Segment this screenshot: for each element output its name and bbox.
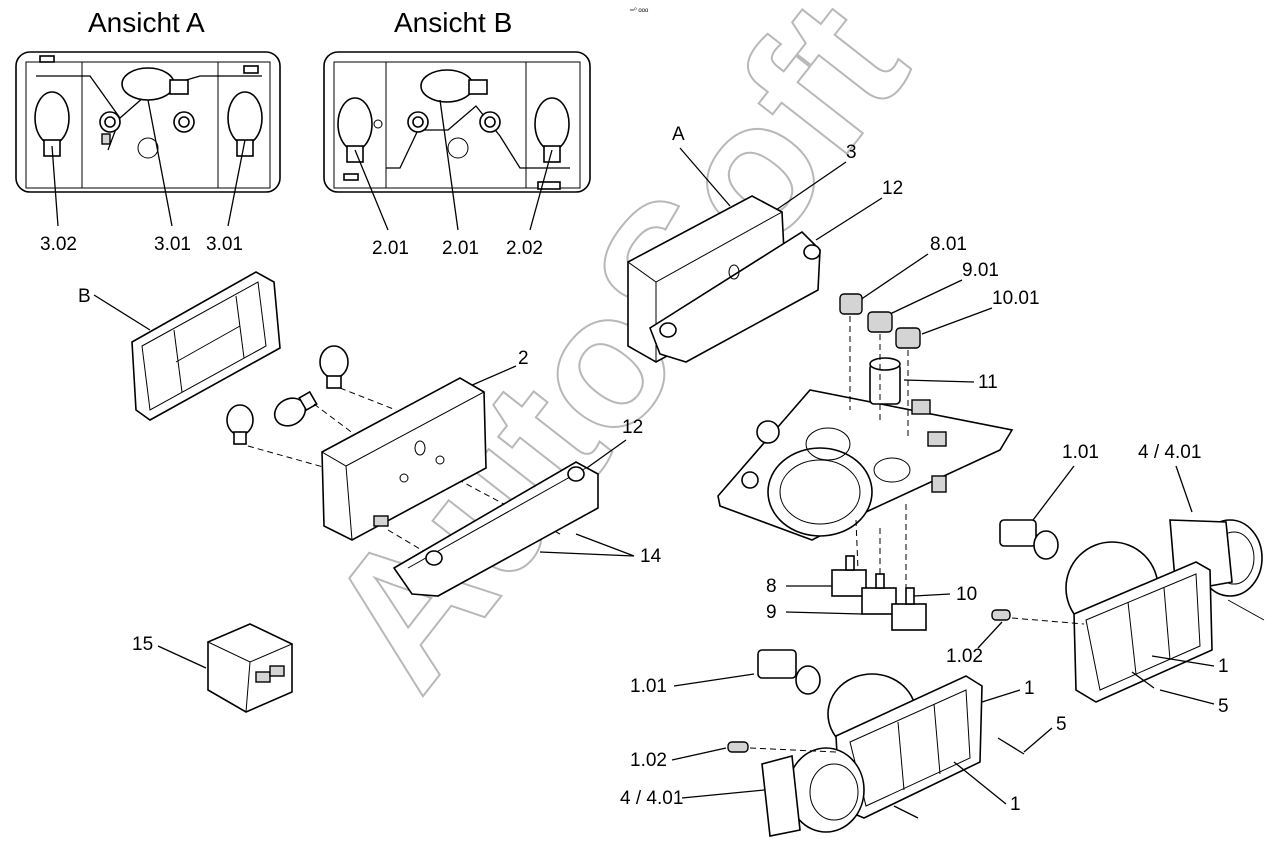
leader-3: [775, 161, 847, 211]
leader-1-lower: [953, 761, 1007, 805]
view-b-lamp-icon: [323, 51, 591, 193]
leader-a: [679, 147, 731, 207]
callout-9: 9: [766, 602, 777, 623]
small-bulb-right-icon: [991, 609, 1011, 621]
leader-1-02-left: [671, 747, 727, 761]
callout-1-right: 1: [1218, 656, 1229, 677]
leader-1-01-right: [1029, 465, 1075, 525]
callout-10-01: 10.01: [992, 288, 1040, 309]
dash-1-02-left: [749, 747, 837, 753]
leader-14-b: [539, 551, 635, 557]
callout-3-01-a: 3.01: [154, 234, 191, 255]
view-b-leaders: [354, 99, 553, 231]
callout-5-lower: 5: [1056, 714, 1067, 735]
leader-15: [157, 645, 207, 669]
letter-b: B: [78, 286, 91, 307]
callout-4-4-01-left: 4 / 4.01: [620, 788, 683, 809]
leader-1-right: [1151, 655, 1215, 667]
callout-12-top: 12: [882, 178, 903, 199]
callout-3-02: 3.02: [40, 234, 77, 255]
switch-block-icon: [831, 555, 927, 631]
callout-14: 14: [640, 546, 662, 567]
view-a-leaders: [51, 99, 246, 227]
callout-1-01-left: 1.01: [630, 676, 667, 697]
instrument-panel-icon: [717, 357, 1014, 541]
lens-b-icon: [131, 271, 281, 421]
leader-11: [903, 379, 975, 383]
callout-11: 11: [978, 372, 998, 393]
callout-15: 15: [132, 634, 153, 655]
dash-1-02-right: [1011, 617, 1085, 625]
leader-4-4-01-left: [681, 789, 765, 799]
callout-2: 2: [518, 348, 529, 369]
callout-12-mid: 12: [622, 417, 643, 438]
callout-10: 10: [956, 584, 977, 605]
headlight-right-icon: [999, 519, 1265, 703]
housing-3-icon: [627, 195, 821, 363]
callout-5-right: 5: [1218, 696, 1229, 717]
callout-1-lower: 1: [1010, 794, 1021, 815]
leader-1-01-left: [673, 673, 755, 687]
tiny-mark: ═⁰ ooo: [629, 7, 649, 14]
housing-2-icon: [320, 377, 487, 541]
relay-icon: [206, 623, 294, 713]
leader-10: [913, 593, 951, 597]
callout-1-02-left: 1.02: [630, 750, 667, 771]
view-a-title: Ansicht A: [88, 7, 205, 38]
screw-right: [1131, 671, 1155, 689]
callout-4-4-01-right: 4 / 4.01: [1138, 442, 1201, 463]
switch-knob-icon: [839, 293, 921, 349]
leader-10-01: [921, 307, 993, 335]
leader-9-01: [889, 279, 963, 315]
leader-4-4-01-right: [1175, 465, 1193, 513]
callout-3-01-b: 3.01: [206, 234, 243, 255]
callout-3: 3: [846, 142, 857, 163]
callout-8-01: 8.01: [930, 234, 967, 255]
callout-2-01-b: 2.01: [442, 238, 479, 259]
leader-1-02-right: [977, 621, 1003, 649]
callout-9-01: 9.01: [962, 260, 999, 281]
callout-1-01-right: 1.01: [1062, 442, 1099, 463]
screw-lower: [893, 805, 919, 819]
screw-left: [997, 737, 1025, 755]
callout-1-02-right: 1.02: [946, 646, 983, 667]
callout-8: 8: [766, 576, 777, 597]
bulb-icon: [226, 345, 349, 445]
dashed-guides-right: [849, 316, 909, 590]
leader-12-mid: [583, 439, 627, 471]
small-bulb-left-icon: [727, 741, 749, 753]
callout-2-02: 2.02: [506, 238, 543, 259]
headlight-left-icon: [757, 649, 983, 837]
leader-14-a: [575, 533, 635, 557]
leader-1-upper: [981, 689, 1021, 703]
leader-8-01: [859, 253, 929, 301]
view-b-title: Ansicht B: [394, 7, 512, 38]
leader-2: [469, 365, 517, 387]
leader-b: [93, 294, 151, 331]
leader-5-right: [1159, 689, 1215, 705]
letter-a: A: [672, 124, 685, 145]
callout-2-01-a: 2.01: [372, 238, 409, 259]
leader-5-lower: [1023, 727, 1053, 753]
callout-1-upper: 1: [1024, 678, 1035, 699]
bracket-icon: [392, 461, 599, 597]
leader-9: [785, 611, 863, 615]
view-a-lamp-icon: [15, 51, 281, 193]
leader-12-top: [815, 197, 883, 241]
